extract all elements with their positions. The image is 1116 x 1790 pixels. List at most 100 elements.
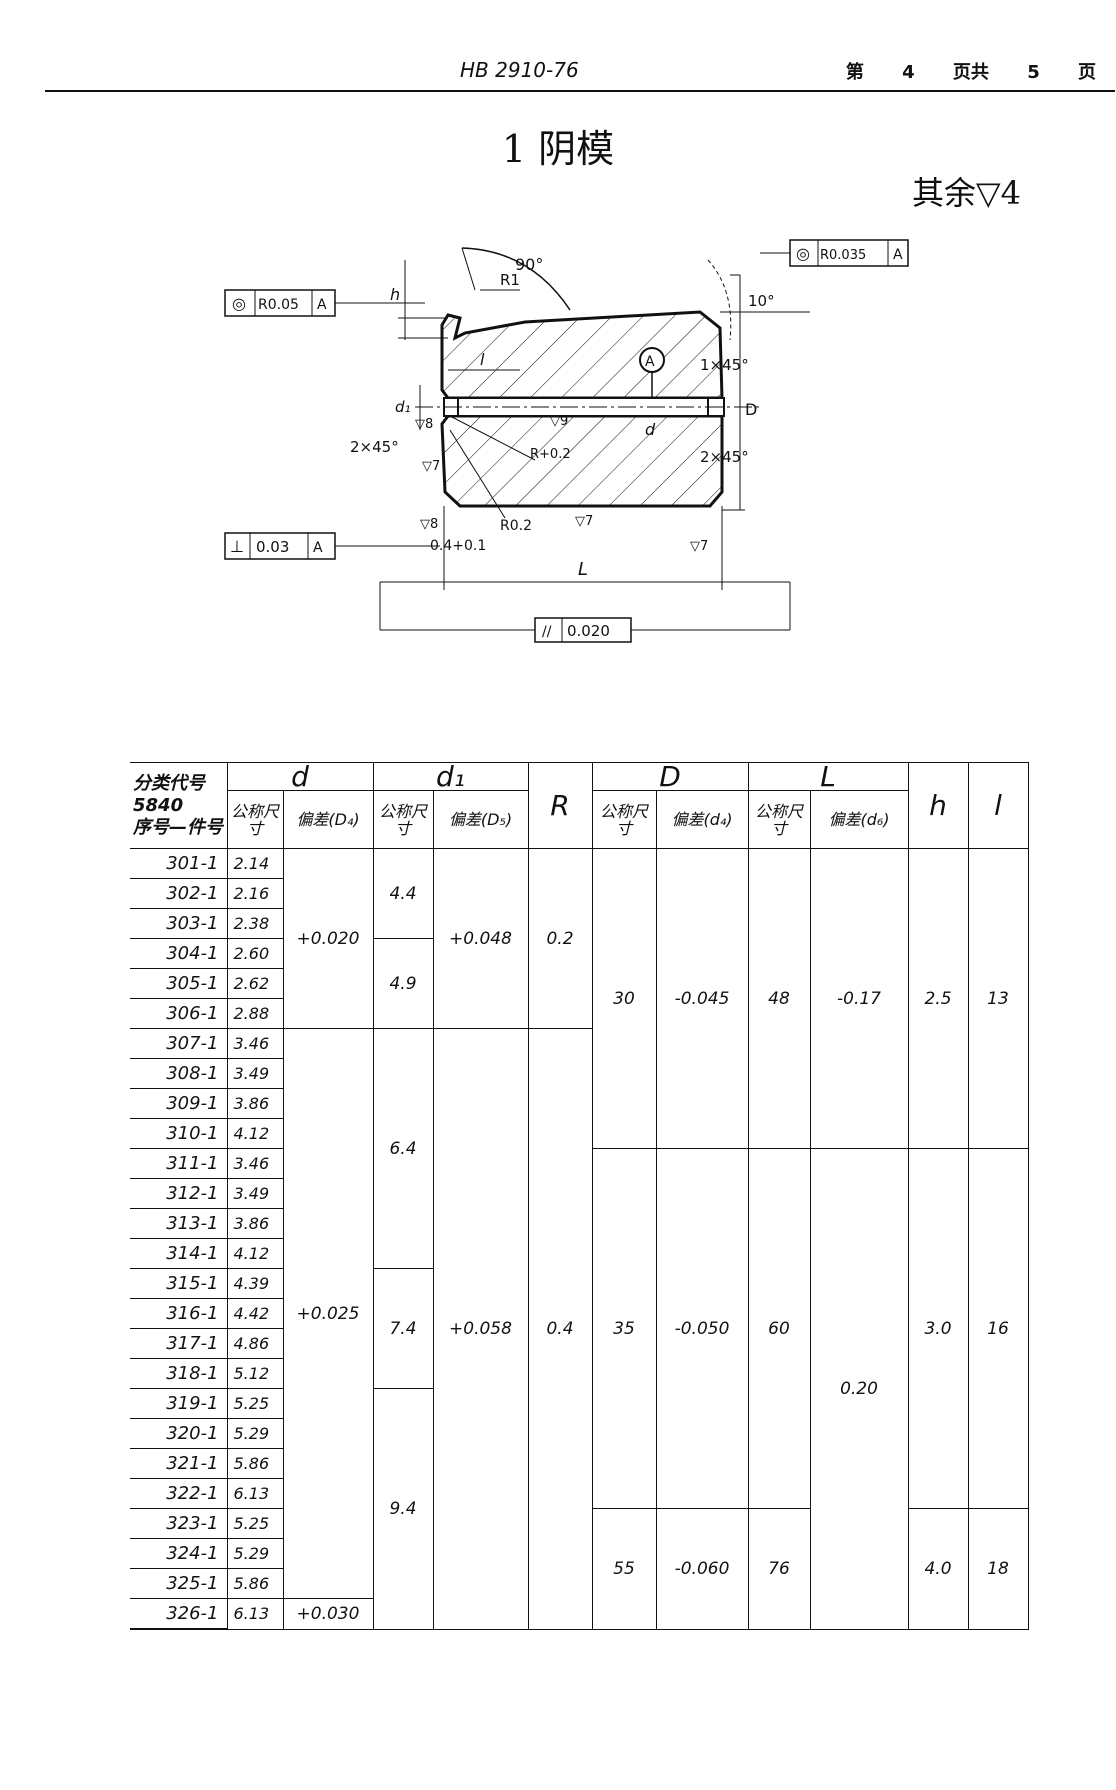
d-size: 4.12 [226,1118,284,1149]
rough-7-right: ▽7 [690,539,708,554]
fcf-parallel-value: 0.020 [567,622,610,640]
h-label: h [390,285,400,304]
header-R: R [527,762,593,849]
dimension-table: 分类代号 5840 序号—件号 d d₁ R D L h l 公称尺寸 偏差(D… [130,762,1029,1630]
table-row-code: 302-1 [130,878,228,909]
header-D-dev: 偏差(d₄) [655,790,749,849]
h-value-3: 4.0 [907,1508,969,1630]
table-row-code: 305-1 [130,968,228,999]
rough-7-left: ▽7 [422,459,440,474]
table-row-code: 318-1 [130,1358,228,1389]
d-size: 5.86 [226,1448,284,1479]
d-label: d [645,420,656,439]
header-D-nominal: 公称尺寸 [591,790,657,849]
l-label: l [480,350,485,369]
d-size: 3.49 [226,1178,284,1209]
d1-size-2: 4.9 [372,938,434,1029]
header-d1-dev: 偏差(D₅) [432,790,529,849]
table-row-code: 303-1 [130,908,228,939]
fcf-parallel: // 0.020 [379,581,791,643]
table-corner: 分类代号 5840 序号—件号 [130,762,228,849]
table-row-code: 309-1 [130,1088,228,1119]
table-row-code: 317-1 [130,1328,228,1359]
D-size-1: 30 [591,848,657,1149]
fcf-perpendicularity: ⊥ 0.03 A [224,532,440,560]
d-size: 3.86 [226,1088,284,1119]
radius-r02: R0.2 [500,518,532,534]
fcf-perp-symbol: ⊥ [230,537,244,556]
l-value-2: 16 [967,1148,1029,1509]
d-size: 2.14 [226,848,284,879]
table-row-code: 322-1 [130,1478,228,1509]
page-info-3: 页共 [952,62,989,83]
d-size: 2.16 [226,878,284,909]
D-dev-3: -0.060 [655,1508,749,1630]
fcf-perp-value: 0.03 [256,538,289,556]
fcf-coax-left-value: R0.05 [258,297,299,313]
d-dev-1: +0.020 [282,848,374,1029]
d1-label: d₁ [395,398,411,416]
header-L: L [747,762,909,791]
table-row-code: 311-1 [130,1148,228,1179]
fcf-coax-left-datum: A [317,297,327,313]
corner-line-2: 5840 [133,794,184,816]
h-value-1: 2.5 [907,848,969,1149]
d-size: 6.13 [226,1478,284,1509]
table-row-code: 314-1 [130,1238,228,1269]
d-size: 2.62 [226,968,284,999]
header-h: h [907,762,969,849]
d-dev-2: +0.025 [282,1028,374,1599]
datum-marker-label: A [645,354,655,370]
header-D: D [591,762,749,791]
standard-number: HB 2910-76 [460,58,579,82]
fcf-coax-right: ◎ R0.035 A [760,239,909,267]
header-d-dev: 偏差(D₄) [282,790,374,849]
angle-90: 90° [515,255,543,274]
page-header: HB 2910-76 第 4 页共 5 页 [0,58,1116,88]
d-dev-3: +0.030 [282,1598,374,1630]
D-dev-2: -0.050 [655,1148,749,1509]
d-size: 4.12 [226,1238,284,1269]
r-value-1: 0.2 [527,848,593,1029]
table-row-code: 326-1 [130,1598,228,1630]
chamfer-top: 1×45° [700,356,749,374]
rough-8-bottom: ▽8 [420,517,438,532]
table-row-code: 316-1 [130,1298,228,1329]
table-row-code: 301-1 [130,848,228,879]
table-row-code: 323-1 [130,1508,228,1539]
page-title: 1 阴模 [501,127,615,171]
header-d-nominal: 公称尺寸 [226,790,284,849]
die-body-lower [440,414,724,508]
header-d1: d₁ [372,762,529,791]
angle-10: 10° [748,292,775,310]
table-row-code: 320-1 [130,1418,228,1449]
table-row-code: 325-1 [130,1568,228,1599]
fcf-coax-right-value: R0.035 [820,248,866,263]
table-row-code: 315-1 [130,1268,228,1299]
surface-finish-note: 其余▽4 [912,174,1021,212]
L-size-1: 48 [747,848,811,1149]
L-size-2: 60 [747,1148,811,1509]
r-value-2: 0.4 [527,1028,593,1630]
table-row-code: 306-1 [130,998,228,1029]
header-d1-nominal: 公称尺寸 [372,790,434,849]
header-l: l [967,762,1029,849]
d-size: 2.60 [226,938,284,969]
header-L-dev: 偏差(d₆) [809,790,909,849]
corner-line-1: 分类代号 [133,772,205,794]
L-dev-1: -0.17 [809,848,909,1149]
L-size-3: 76 [747,1508,811,1630]
radius-r: R+0.2 [530,447,571,462]
radius-r1: R1 [500,271,520,289]
d-size: 3.46 [226,1148,284,1179]
page-info-4: 5 [1027,62,1040,83]
dimension-table-wrap: 分类代号 5840 序号—件号 d d₁ R D L h l 公称尺寸 偏差(D… [130,762,1029,1630]
d-size: 5.29 [226,1538,284,1569]
d-size: 4.39 [226,1268,284,1299]
L-dev-2: 0.20 [809,1148,909,1630]
fcf-parallel-symbol: // [542,624,552,640]
l-value-1: 13 [967,848,1029,1149]
d-size: 5.25 [226,1508,284,1539]
page-info-5: 页 [1078,62,1096,83]
D-size-3: 55 [591,1508,657,1630]
